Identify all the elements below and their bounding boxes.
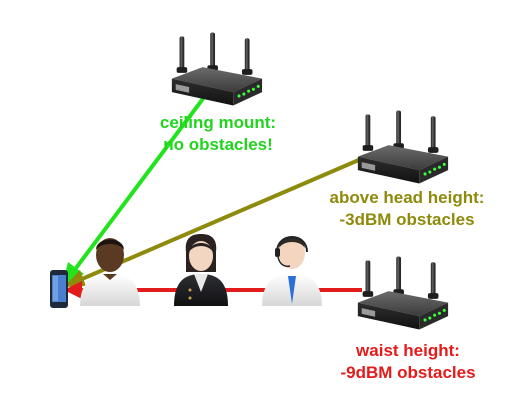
ceiling-mount-label-line1: ceiling mount: — [159, 113, 277, 132]
router-icon — [171, 32, 263, 106]
above-head-signal-line — [81, 154, 369, 281]
above-head-label: above head height: -3dBM obstacles — [302, 187, 512, 231]
waist-height-label: waist height: -9dBM obstacles — [318, 340, 498, 384]
ceiling-mount-label-line2: no obstacles! — [163, 135, 273, 154]
router-icon — [357, 256, 449, 330]
ceiling-mount-label: ceiling mount: no obstacles! — [133, 112, 303, 156]
above-head-label-line2: -3dBM obstacles — [339, 210, 475, 229]
smartphone-icon — [50, 270, 68, 308]
person-icon — [262, 236, 322, 306]
person-icon — [174, 234, 228, 306]
router-icon — [357, 110, 449, 184]
waist-height-label-line2: -9dBM obstacles — [340, 363, 476, 382]
above-head-label-line1: above head height: — [329, 188, 485, 207]
waist-arrowhead — [64, 281, 82, 299]
ceiling-signal-line — [74, 90, 210, 270]
waist-height-label-line1: waist height: — [356, 341, 460, 360]
person-icon — [80, 238, 140, 306]
